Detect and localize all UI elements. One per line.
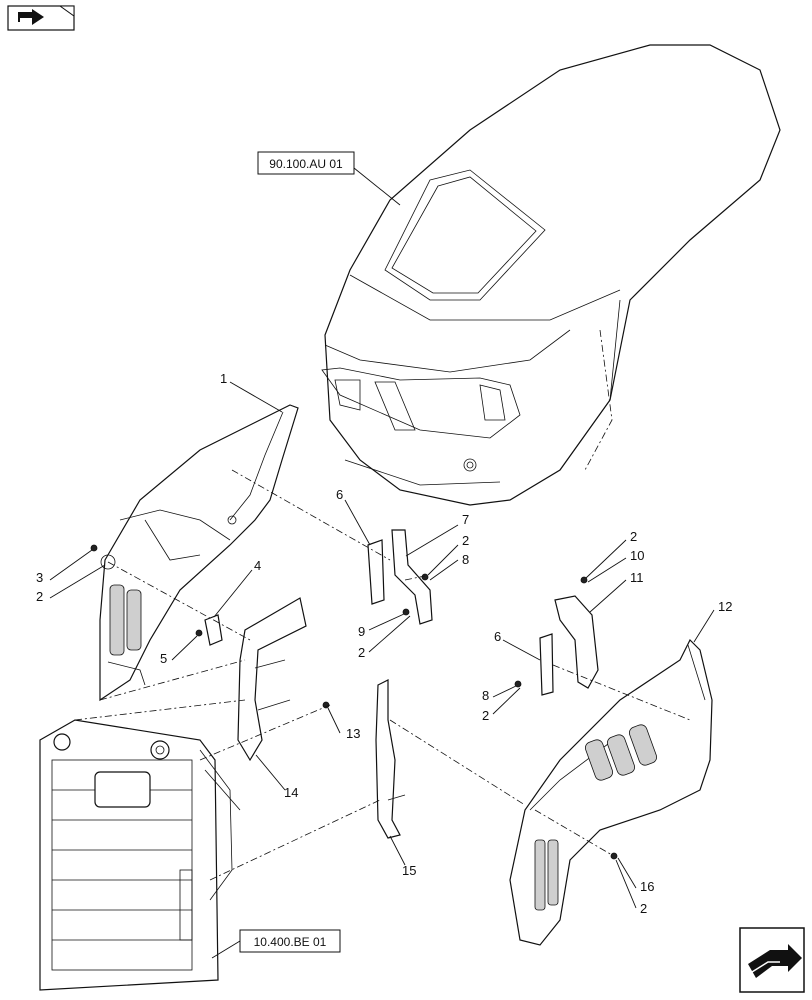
callout-2: 2 [640, 901, 647, 916]
left-side-panel [99, 404, 299, 702]
bracket-6-left [367, 539, 385, 605]
radiator-reference-box[interactable]: 10.400.BE 01 [239, 929, 341, 953]
callout-8: 8 [462, 552, 469, 567]
callout-2: 2 [462, 533, 469, 548]
callout-4: 4 [254, 558, 261, 573]
callout-7: 7 [462, 512, 469, 527]
callout-1: 1 [220, 371, 227, 386]
radiator-assembly [39, 719, 241, 991]
leader-lines [49, 381, 715, 909]
bracket-15 [375, 679, 406, 839]
bracket-7 [391, 529, 433, 625]
callout-2: 2 [358, 645, 365, 660]
svg-text:90.100.AU 01: 90.100.AU 01 [269, 157, 343, 171]
callout-2: 2 [36, 589, 43, 604]
callout-5: 5 [160, 651, 167, 666]
callout-6: 6 [336, 487, 343, 502]
callout-14: 14 [284, 785, 298, 800]
svg-text:10.400.BE 01: 10.400.BE 01 [254, 935, 327, 949]
bracket-14 [237, 597, 307, 762]
fasteners [90, 544, 618, 860]
callout-6: 6 [494, 629, 501, 644]
callout-labels: 1 3 2 4 5 6 7 2 8 9 2 2 10 11 12 6 8 2 1… [36, 371, 732, 916]
bracket-11 [554, 595, 599, 689]
hood-assembly [321, 44, 781, 506]
callout-2: 2 [630, 529, 637, 544]
callout-3: 3 [36, 570, 43, 585]
callout-12: 12 [718, 599, 732, 614]
callout-8: 8 [482, 688, 489, 703]
callout-13: 13 [346, 726, 360, 741]
right-side-panel [509, 638, 713, 946]
callout-16: 16 [640, 879, 654, 894]
bracket-6-right [539, 633, 554, 696]
next-page-arrow-icon[interactable] [739, 927, 805, 993]
callout-2: 2 [482, 708, 489, 723]
callout-9: 9 [358, 624, 365, 639]
callout-10: 10 [630, 548, 644, 563]
callout-11: 11 [630, 570, 644, 585]
hood-reference-box[interactable]: 90.100.AU 01 [257, 151, 355, 175]
previous-page-arrow-icon[interactable] [7, 5, 75, 31]
callout-15: 15 [402, 863, 416, 878]
alignment-lines [74, 469, 691, 881]
